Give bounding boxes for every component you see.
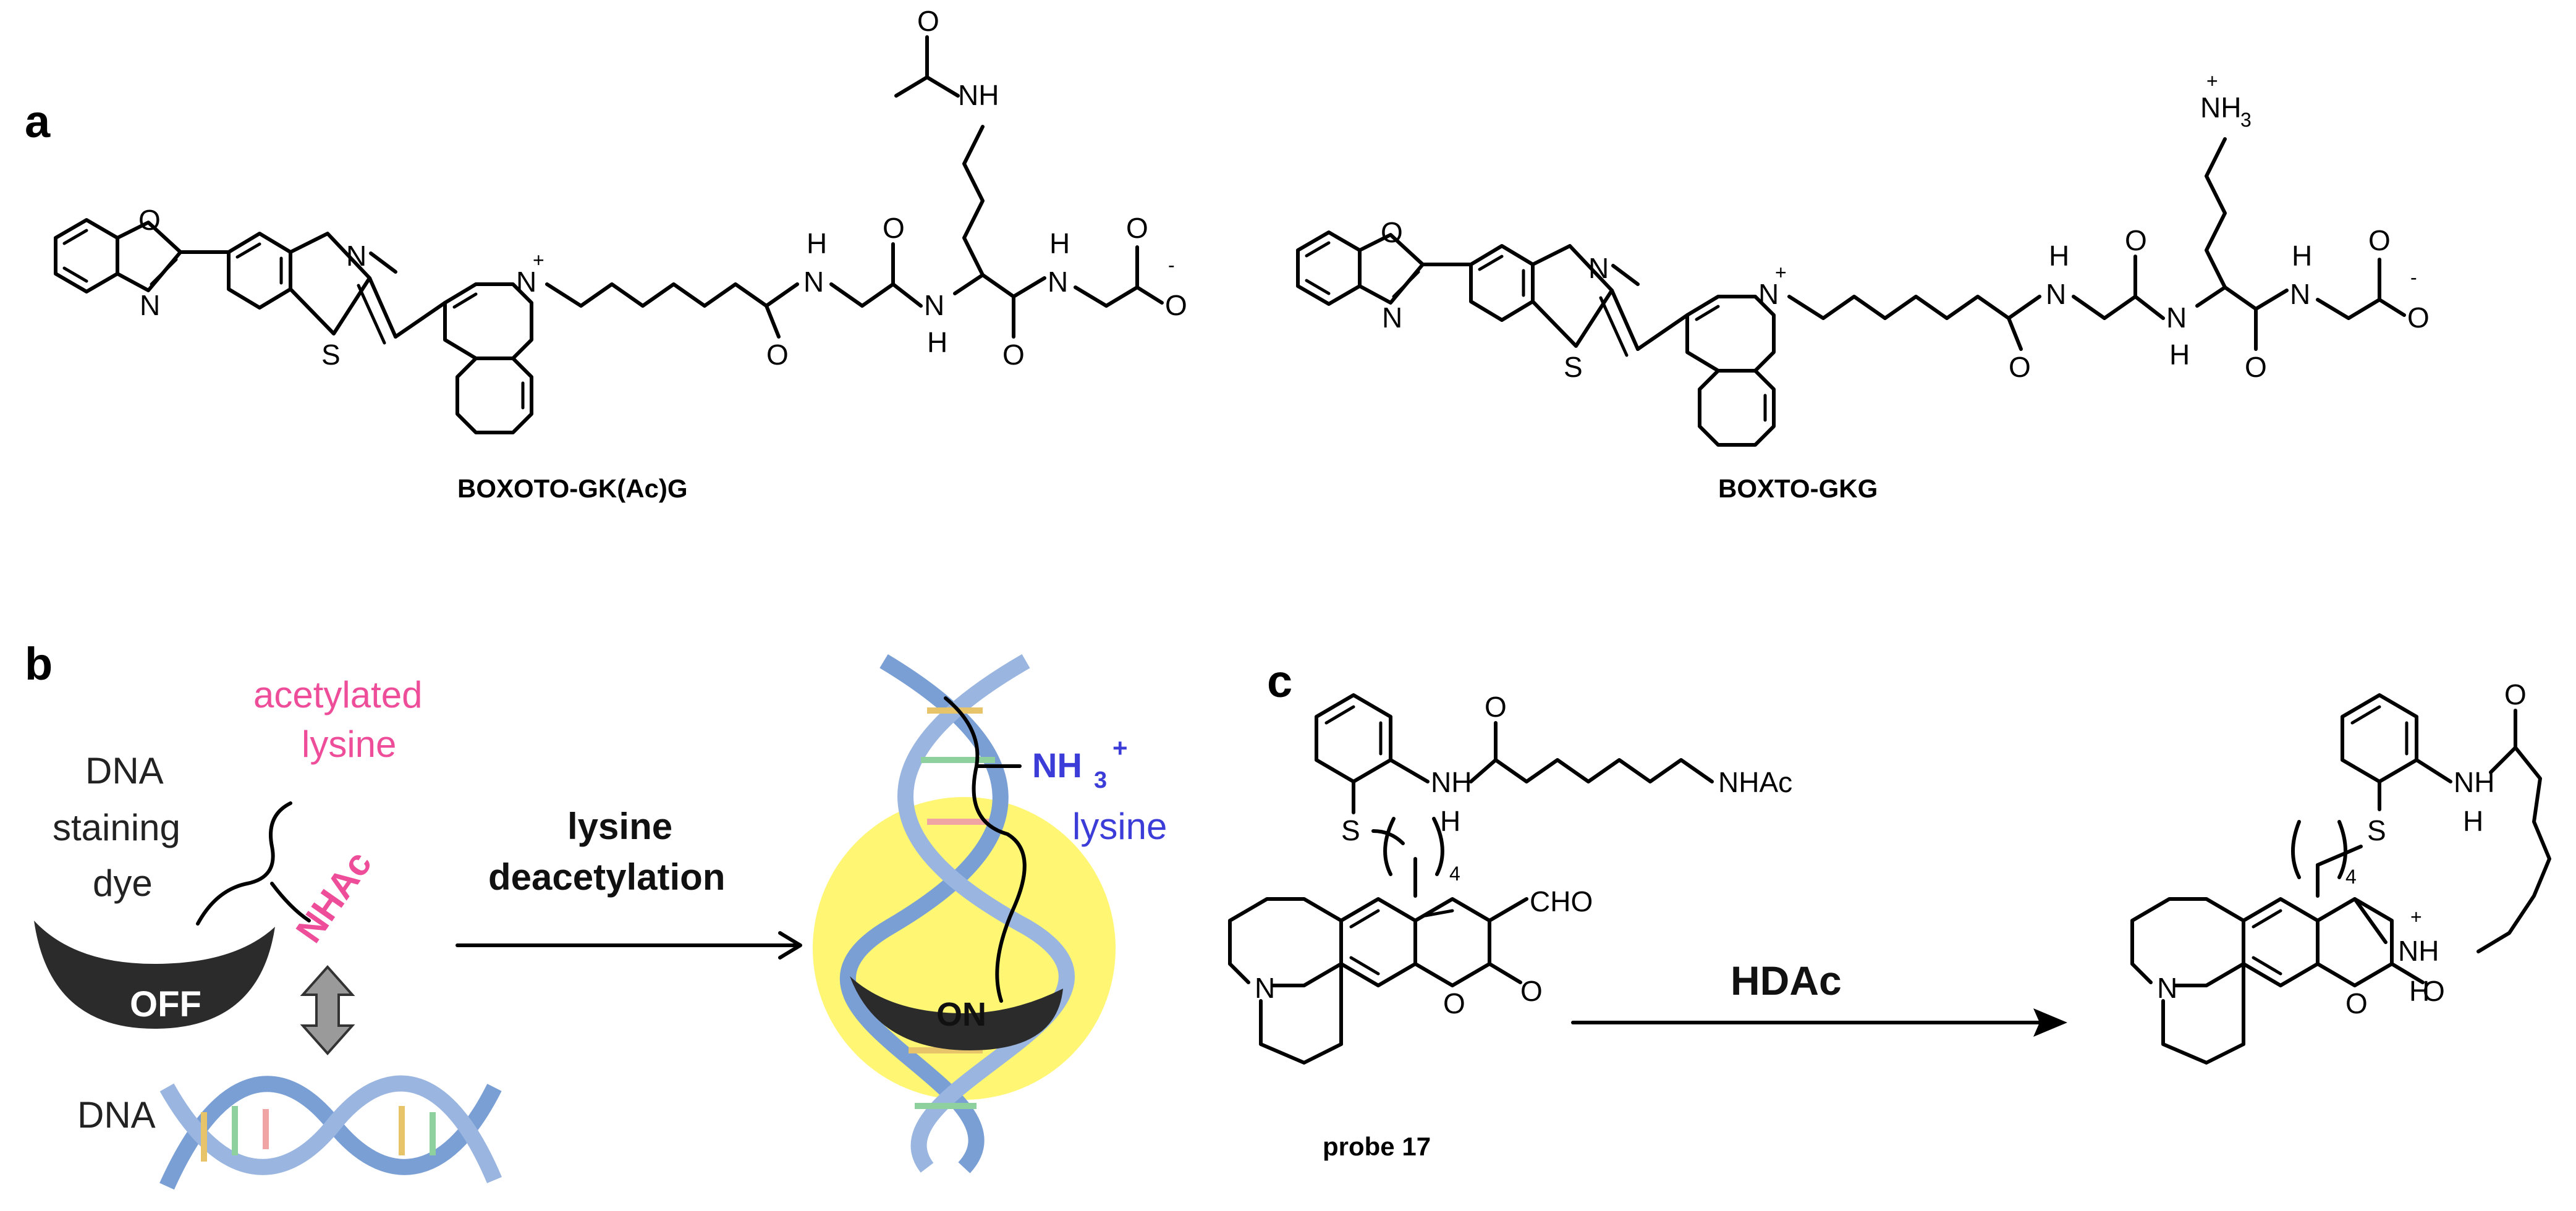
svg-text:N: N — [924, 289, 944, 321]
svg-text:NH: NH — [1431, 766, 1472, 798]
svg-text:N: N — [2046, 278, 2066, 310]
acetylated-word: acetylated — [253, 674, 423, 715]
svg-text:NH: NH — [2398, 935, 2439, 967]
lysine-word-pink: lysine — [302, 724, 396, 765]
svg-text:H: H — [1440, 805, 1460, 837]
svg-text:S: S — [2367, 814, 2386, 846]
svg-text:N: N — [516, 266, 536, 298]
lysine-word-blue: lysine — [1072, 806, 1167, 847]
svg-text:N: N — [1588, 252, 1609, 284]
svg-text:O: O — [1002, 339, 1025, 371]
svg-text:O: O — [2407, 302, 2430, 334]
svg-text:N: N — [2166, 302, 2187, 334]
molecule-boxoto-gkacg: O N N S N + O N H O N H — [54, 5, 1187, 434]
svg-text:4: 4 — [1449, 863, 1460, 885]
on-label: ON — [936, 996, 986, 1033]
molecule-probe-17: NH H O NHAc S 4 O O CHO N — [1228, 691, 1792, 1065]
nh3-blue-sup: + — [1112, 733, 1128, 762]
svg-text:+: + — [533, 249, 544, 271]
svg-text:O: O — [138, 204, 161, 236]
svg-text:NH: NH — [958, 79, 999, 111]
svg-text:H: H — [2463, 805, 2483, 837]
svg-text:O: O — [1485, 691, 1507, 723]
compound-name-probe: probe 17 — [1323, 1132, 1431, 1161]
svg-text:O: O — [1165, 289, 1187, 321]
dna-helix-bottom — [159, 1075, 502, 1190]
svg-text:N: N — [803, 266, 824, 298]
svg-text:N: N — [1048, 266, 1068, 298]
hdac-label: HDAc — [1731, 958, 1842, 1003]
panel-label-c: c — [1267, 656, 1292, 707]
svg-text:N: N — [2157, 972, 2177, 1004]
scheme-b: OFF DNA staining dye acetylated lysine N… — [34, 654, 1167, 1190]
svg-text:O: O — [766, 339, 789, 371]
svg-text:+: + — [2410, 906, 2422, 928]
svg-text:NHAc: NHAc — [1718, 766, 1792, 798]
svg-text:N: N — [2290, 278, 2310, 310]
svg-text:S: S — [1341, 814, 1360, 846]
svg-text:N: N — [1758, 278, 1779, 310]
arrow-label-deacetylation: deacetylation — [488, 856, 725, 898]
svg-text:NH: NH — [2454, 766, 2494, 798]
svg-text:H: H — [1049, 227, 1070, 260]
svg-text:CHO: CHO — [1530, 885, 1593, 918]
svg-text:O: O — [917, 5, 939, 37]
svg-text:O: O — [2009, 351, 2031, 383]
svg-text:N: N — [346, 240, 366, 272]
svg-text:N: N — [140, 289, 160, 321]
svg-text:O: O — [2368, 224, 2391, 256]
staining-word: staining — [53, 807, 180, 848]
nh3-blue-sub: 3 — [1094, 767, 1107, 793]
dna-word: DNA — [85, 750, 164, 791]
svg-text:O: O — [2125, 224, 2147, 256]
svg-text:N: N — [1255, 972, 1275, 1004]
svg-text:H: H — [2049, 240, 2069, 272]
svg-text:3: 3 — [2240, 109, 2252, 131]
svg-text:O: O — [1381, 216, 1403, 248]
panel-label-a: a — [25, 96, 51, 147]
svg-text:S: S — [321, 339, 341, 371]
svg-text:O: O — [2423, 975, 2445, 1007]
compound-name-right: BOXTO-GKG — [1718, 474, 1878, 503]
svg-text:4: 4 — [2345, 866, 2357, 888]
svg-text:N: N — [1382, 302, 1402, 334]
svg-text:H: H — [2169, 339, 2190, 371]
svg-text:H: H — [927, 326, 947, 358]
svg-text:O: O — [1520, 975, 1543, 1007]
svg-text:NH: NH — [2200, 91, 2241, 124]
svg-text:O: O — [2504, 678, 2527, 711]
svg-text:O: O — [2345, 987, 2368, 1019]
nh3-blue: NH — [1032, 746, 1082, 785]
svg-text:+: + — [2206, 70, 2218, 92]
svg-text:H: H — [807, 227, 827, 260]
molecule-boxto-gkg: O N N S N + O N H O N H NH 3 + — [1296, 70, 2430, 447]
svg-text:+: + — [1775, 261, 1787, 284]
molecule-product: NH H O NH + H S 4 O O N — [2130, 678, 2551, 1065]
arrow-label-lysine: lysine — [567, 806, 672, 847]
svg-text:H: H — [2292, 240, 2312, 272]
svg-text:O: O — [883, 212, 905, 244]
dye-word: dye — [93, 863, 153, 904]
dye-off-shape — [34, 921, 275, 1029]
off-label: OFF — [130, 984, 201, 1024]
dna-label: DNA — [77, 1094, 156, 1136]
svg-text:S: S — [1564, 351, 1583, 383]
svg-text:-: - — [1168, 254, 1175, 276]
svg-text:-: - — [2410, 266, 2417, 289]
compound-name-left: BOXOTO-GK(Ac)G — [457, 474, 688, 503]
nhac-pink: NHAc — [288, 843, 380, 950]
double-arrow-icon — [300, 964, 355, 1056]
svg-text:O: O — [2245, 351, 2267, 383]
dye-on-shape — [850, 976, 1063, 1050]
panel-label-b: b — [25, 638, 53, 690]
svg-text:O: O — [1443, 987, 1465, 1019]
svg-text:O: O — [1126, 212, 1148, 244]
